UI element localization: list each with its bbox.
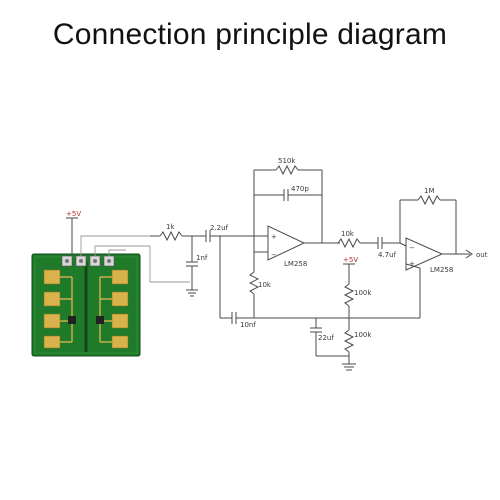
svg-text:+: +	[271, 233, 277, 241]
svg-text:+: +	[409, 260, 415, 268]
resistor-100k-bot-label: 100k	[354, 331, 372, 339]
capacitor-4-7uf-label: 4.7uf	[378, 251, 397, 259]
resistor-100k-top-label: 100k	[354, 289, 372, 297]
feedback-network-1: 510k 470p	[253, 157, 340, 253]
svg-text:−: −	[271, 251, 277, 259]
opamp-2-label: LM258	[430, 266, 453, 274]
ground-symbol-2	[342, 363, 356, 371]
sensor-module-pcb	[31, 253, 141, 357]
resistor-1k-label: 1k	[166, 223, 175, 231]
voltage-divider: +5V 100k 100k 22uf	[310, 256, 421, 364]
opamp-2: − + LM258	[399, 237, 453, 274]
opamp-1: + − LM258	[267, 225, 307, 268]
supply-left-label: +5V	[66, 210, 81, 218]
diagram-title: Connection principle diagram	[52, 18, 448, 51]
capacitor-2-2uf-label: 2.2uf	[210, 224, 229, 232]
resistor-10k-series: 10k	[322, 230, 374, 249]
capacitor-4-7uf: 4.7uf	[374, 237, 400, 259]
output-label: out	[476, 251, 488, 259]
capacitor-1nf-label: 1nf	[196, 254, 208, 262]
capacitor-470p-label: 470p	[291, 185, 309, 193]
resistor-10k-series-label: 10k	[341, 230, 355, 238]
supply-left: +5V	[66, 210, 81, 256]
opamp-1-label: LM258	[284, 260, 307, 268]
bias-network-1: 10k 10nf	[219, 236, 350, 329]
ground-symbol-1	[186, 289, 198, 297]
resistor-1m-label: 1M	[424, 187, 435, 195]
resistor-1k: 1k	[150, 223, 200, 242]
capacitor-10nf-label: 10nf	[240, 321, 256, 329]
resistor-10k-bias-label: 10k	[258, 281, 272, 289]
supply-mid-label: +5V	[343, 256, 358, 264]
resistor-510k-label: 510k	[278, 157, 296, 165]
capacitor-2-2uf: 2.2uf	[200, 224, 268, 242]
feedback-network-2: 1M	[399, 187, 457, 254]
output-terminal: out	[442, 249, 488, 259]
svg-text:−: −	[409, 244, 415, 252]
capacitor-1nf: 1nf	[186, 236, 208, 290]
module-output-wiring	[80, 235, 190, 283]
capacitor-22uf-label: 22uf	[318, 334, 334, 342]
